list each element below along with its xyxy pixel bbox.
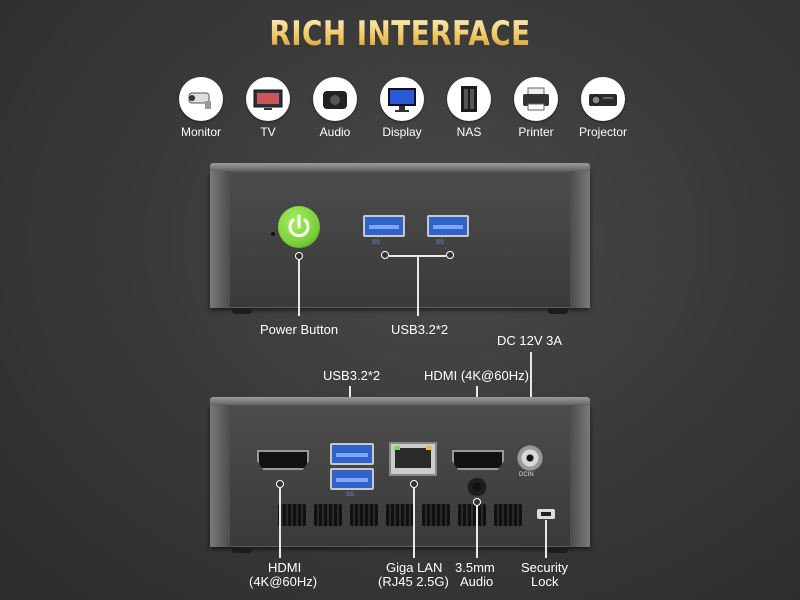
lock-label-2: Lock <box>531 574 559 589</box>
back-usb-port-1 <box>330 443 374 465</box>
speaker-icon <box>313 77 357 121</box>
hdmi-top-label: HDMI (4K@60Hz) <box>424 368 529 383</box>
dc-label: DC 12V 3A <box>497 333 563 348</box>
usb-top-label: USB3.2*2 <box>323 368 381 383</box>
device-audio: Audio <box>300 77 370 139</box>
vent <box>494 504 522 526</box>
vent <box>458 504 486 526</box>
display-icon <box>380 77 424 121</box>
power-button-label: Power Button <box>260 322 339 337</box>
callout-line <box>476 506 478 558</box>
callout-dot <box>295 252 303 260</box>
callout-line <box>417 255 419 316</box>
device-label: TV <box>260 125 276 139</box>
security-lock-slot <box>537 509 555 519</box>
audio-label: 3.5mm <box>455 560 495 575</box>
usb-logo: SS <box>372 240 381 246</box>
device-label: Printer <box>518 125 554 139</box>
callout-line <box>298 260 300 316</box>
device-tv: TV <box>233 77 303 139</box>
tv-icon <box>246 77 290 121</box>
device-monitor: Monitor <box>166 77 236 139</box>
power-button[interactable] <box>278 206 320 248</box>
callout-dot <box>446 251 454 259</box>
usb-label: USB3.2*2 <box>391 322 449 337</box>
usb-logo: SS <box>436 240 445 246</box>
vent <box>278 504 306 526</box>
printer-icon <box>514 77 558 121</box>
hdmi-bottom-label: HDMI <box>268 560 302 575</box>
callout-line <box>279 488 281 558</box>
device-nas: NAS <box>434 77 504 139</box>
hdmi-bottom-label-2: (4K@60Hz) <box>249 574 318 589</box>
callout-dot <box>381 251 389 259</box>
led-indicator <box>271 232 275 236</box>
page-title: RICH INTERFACE <box>72 14 728 54</box>
vent <box>350 504 378 526</box>
callout-dot <box>276 480 284 488</box>
front-view <box>210 163 590 314</box>
lock-label: Security <box>521 560 568 575</box>
audio-label-2: Audio <box>460 574 494 589</box>
usb-logo: SS <box>346 492 355 498</box>
callout-line <box>530 352 532 438</box>
audio-jack <box>466 478 488 496</box>
projector-icon <box>581 77 625 121</box>
vent <box>314 504 342 526</box>
dc-in-port <box>517 445 543 471</box>
vent <box>386 504 414 526</box>
callout-dot <box>473 498 481 506</box>
device-label: Display <box>382 125 422 139</box>
nas-icon <box>447 77 491 121</box>
device-label: NAS <box>456 125 482 139</box>
back-usb-port-2 <box>330 468 374 490</box>
device-projector: Projector <box>568 77 638 139</box>
lan-label: Giga LAN <box>386 560 443 575</box>
dc-in-mark: DCIN <box>519 472 534 478</box>
callout-line <box>545 520 547 558</box>
lan-label-2: (RJ45 2.5G) <box>378 574 449 589</box>
device-label: Monitor <box>180 125 221 139</box>
device-label: Audio <box>319 125 351 139</box>
hdmi-port-left <box>257 450 309 470</box>
front-usb-port-2 <box>427 215 469 237</box>
vent <box>422 504 450 526</box>
device-display: Display <box>367 77 437 139</box>
power-icon <box>288 214 310 238</box>
security-camera-icon <box>179 77 223 121</box>
device-printer: Printer <box>501 77 571 139</box>
callout-line <box>413 488 415 558</box>
callout-dot <box>410 480 418 488</box>
hdmi-port-right <box>452 450 504 470</box>
front-usb-port-1 <box>363 215 405 237</box>
lan-port <box>389 442 437 476</box>
device-label: Projector <box>578 125 628 139</box>
